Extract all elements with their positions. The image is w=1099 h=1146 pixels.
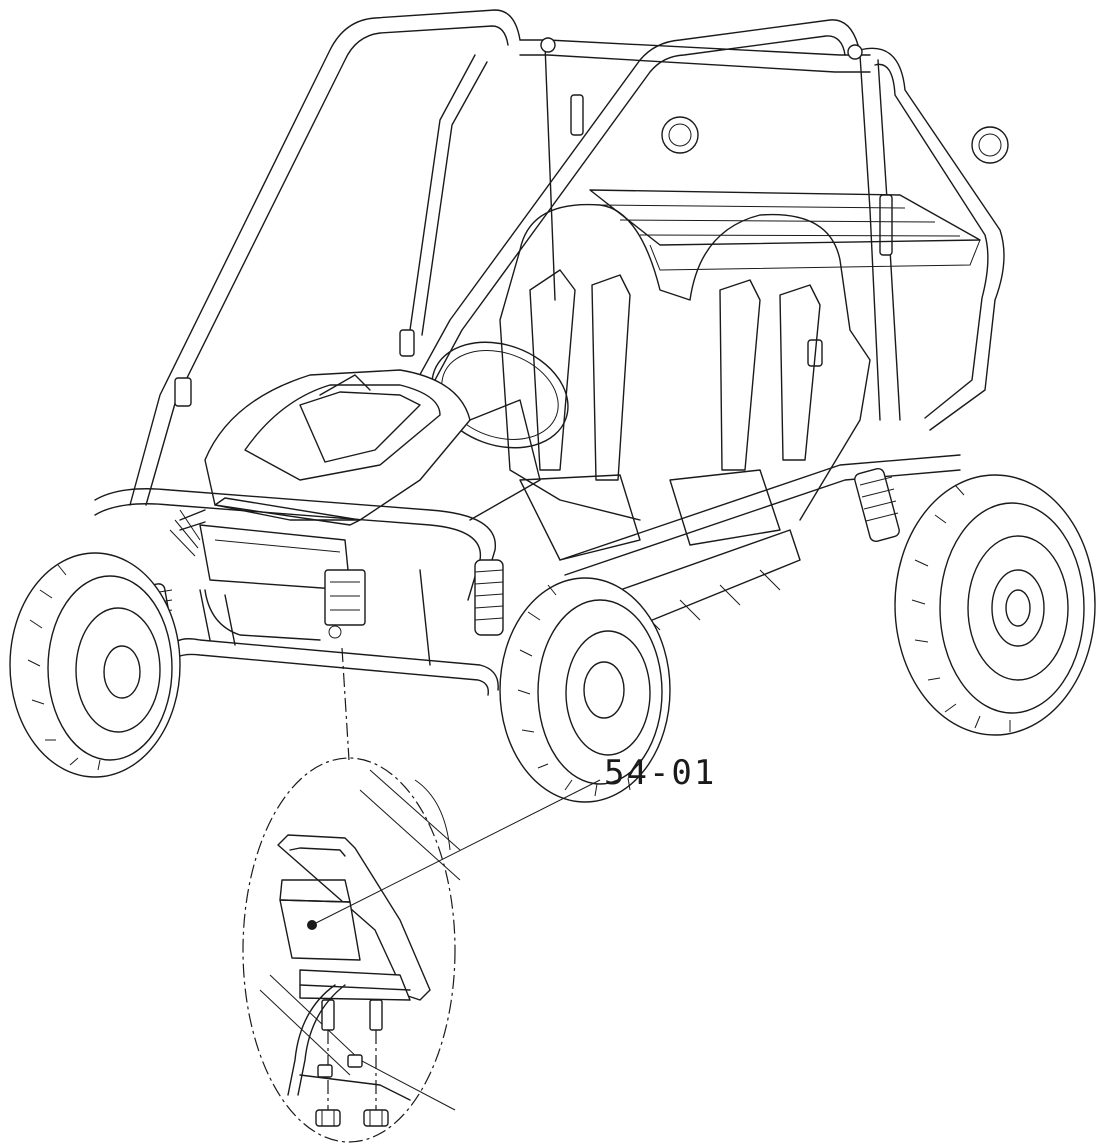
leader-line [311, 779, 601, 926]
detail-callout [242, 647, 456, 1143]
seats [431, 203, 871, 561]
rear-right-wheel [894, 474, 1096, 736]
detail-view [259, 769, 601, 1127]
part-number-label: 54-01 [604, 753, 717, 793]
front-right-wheel [499, 577, 671, 803]
front-left-wheel [9, 552, 181, 778]
hitch-main-view [324, 569, 366, 639]
front-body [169, 369, 541, 591]
